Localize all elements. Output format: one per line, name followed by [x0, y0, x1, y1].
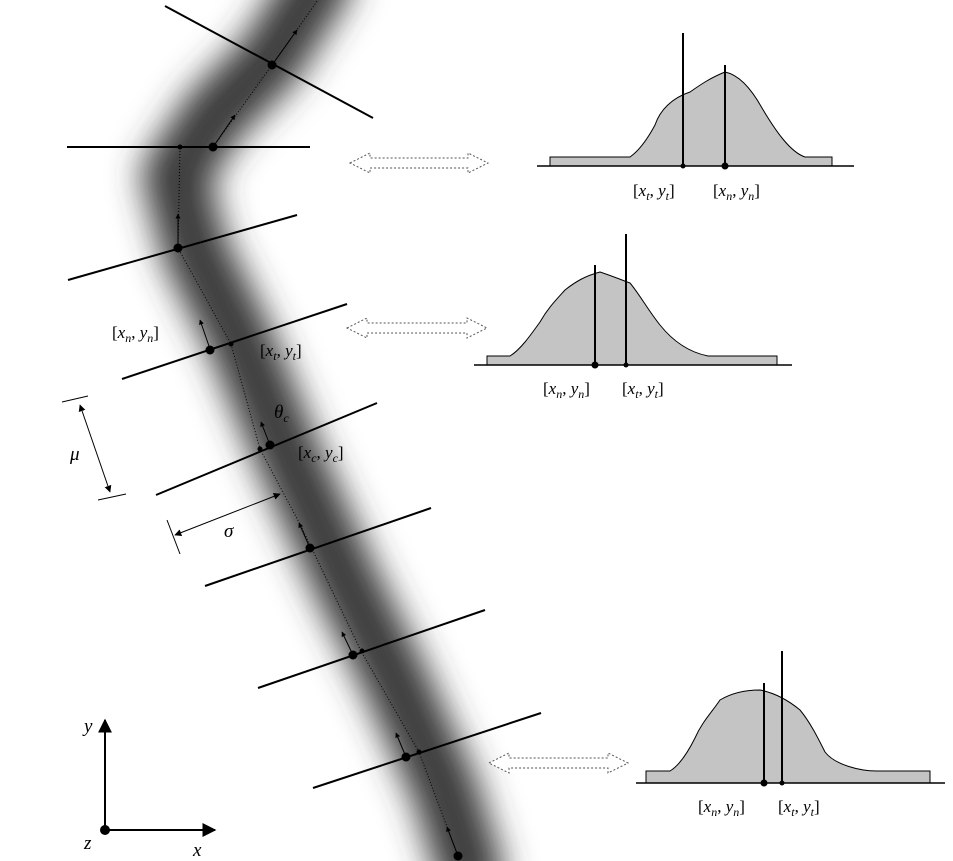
point-large [265, 440, 275, 450]
point-small [177, 144, 183, 150]
label-xt-yt-left: [xt, yt] [260, 341, 302, 363]
point-large [348, 650, 358, 660]
axis-z-label: z [83, 833, 92, 854]
sigma-arrow [174, 493, 281, 536]
trace-arrow [212, 114, 236, 148]
theta-c-label: θc [274, 402, 289, 425]
point-large [173, 243, 183, 253]
marker-xt [779, 780, 785, 786]
point-large [205, 345, 215, 355]
marker-xn [591, 361, 599, 369]
intensity-profile-top [537, 33, 854, 170]
trace-arrow [199, 319, 211, 350]
point-small [228, 341, 234, 347]
label-xc-yc: [xc, yc] [298, 443, 344, 465]
profile-middle-label-xn: [xn, yn] [543, 379, 590, 401]
profile-bottom-label-xn: [xn, yn] [698, 797, 745, 819]
marker-xn [760, 779, 768, 787]
intensity-profile-bottom [636, 651, 945, 787]
cross-line-5 [155, 402, 378, 496]
cross-line-8 [312, 712, 542, 789]
cross-line-7 [257, 609, 486, 689]
point-large [401, 752, 411, 762]
trace-arrow [271, 29, 298, 66]
cross-line-6 [204, 507, 432, 587]
correspondence-arrow-top [348, 152, 490, 174]
profile-shape [486, 271, 778, 366]
axis-y-label: y [82, 716, 93, 737]
profile-middle-label-xt: [xt, yt] [622, 379, 664, 401]
trace-arrow [446, 826, 459, 857]
marker-xn [721, 162, 729, 170]
point-small [257, 446, 263, 452]
point-large [267, 60, 277, 70]
point-large [453, 851, 463, 861]
profile-top-label-xn: [xn, yn] [713, 181, 760, 203]
sigma-dimension [166, 493, 281, 555]
marker-xt [680, 163, 686, 169]
trace-arrow [298, 522, 311, 549]
point-small [359, 648, 365, 654]
sigma-label: σ [224, 521, 234, 542]
intensity-profile-middle [474, 234, 792, 369]
vessel-shape [142, 0, 502, 861]
marker-xt [623, 362, 629, 368]
profile-top-label-xt: [xt, yt] [633, 181, 675, 203]
cross-line-3 [67, 214, 298, 281]
mu-tick [61, 395, 89, 403]
profile-shape [645, 689, 931, 784]
correspondence-arrow-middle [345, 317, 489, 339]
point-large [208, 142, 218, 152]
correspondence-arrow-bottom [487, 752, 630, 774]
origin-point [100, 825, 110, 835]
label-xn-yn-left: [xn, yn] [112, 323, 159, 345]
mu-tick [97, 493, 127, 501]
point-small [416, 749, 422, 755]
cross-line-4 [121, 303, 348, 380]
point-large [305, 543, 315, 553]
mu-dimension [61, 395, 127, 501]
trace-points [173, 60, 463, 861]
profile-shape [549, 71, 833, 167]
coordinate-axes [98, 718, 217, 837]
mu-arrow [78, 404, 112, 493]
mu-label: μ [69, 444, 80, 465]
sigma-tick [166, 519, 181, 555]
cross-section-lines [67, 5, 542, 789]
axis-x-label: x [192, 840, 202, 861]
profile-bottom-label-xt: [xt, yt] [778, 797, 820, 819]
